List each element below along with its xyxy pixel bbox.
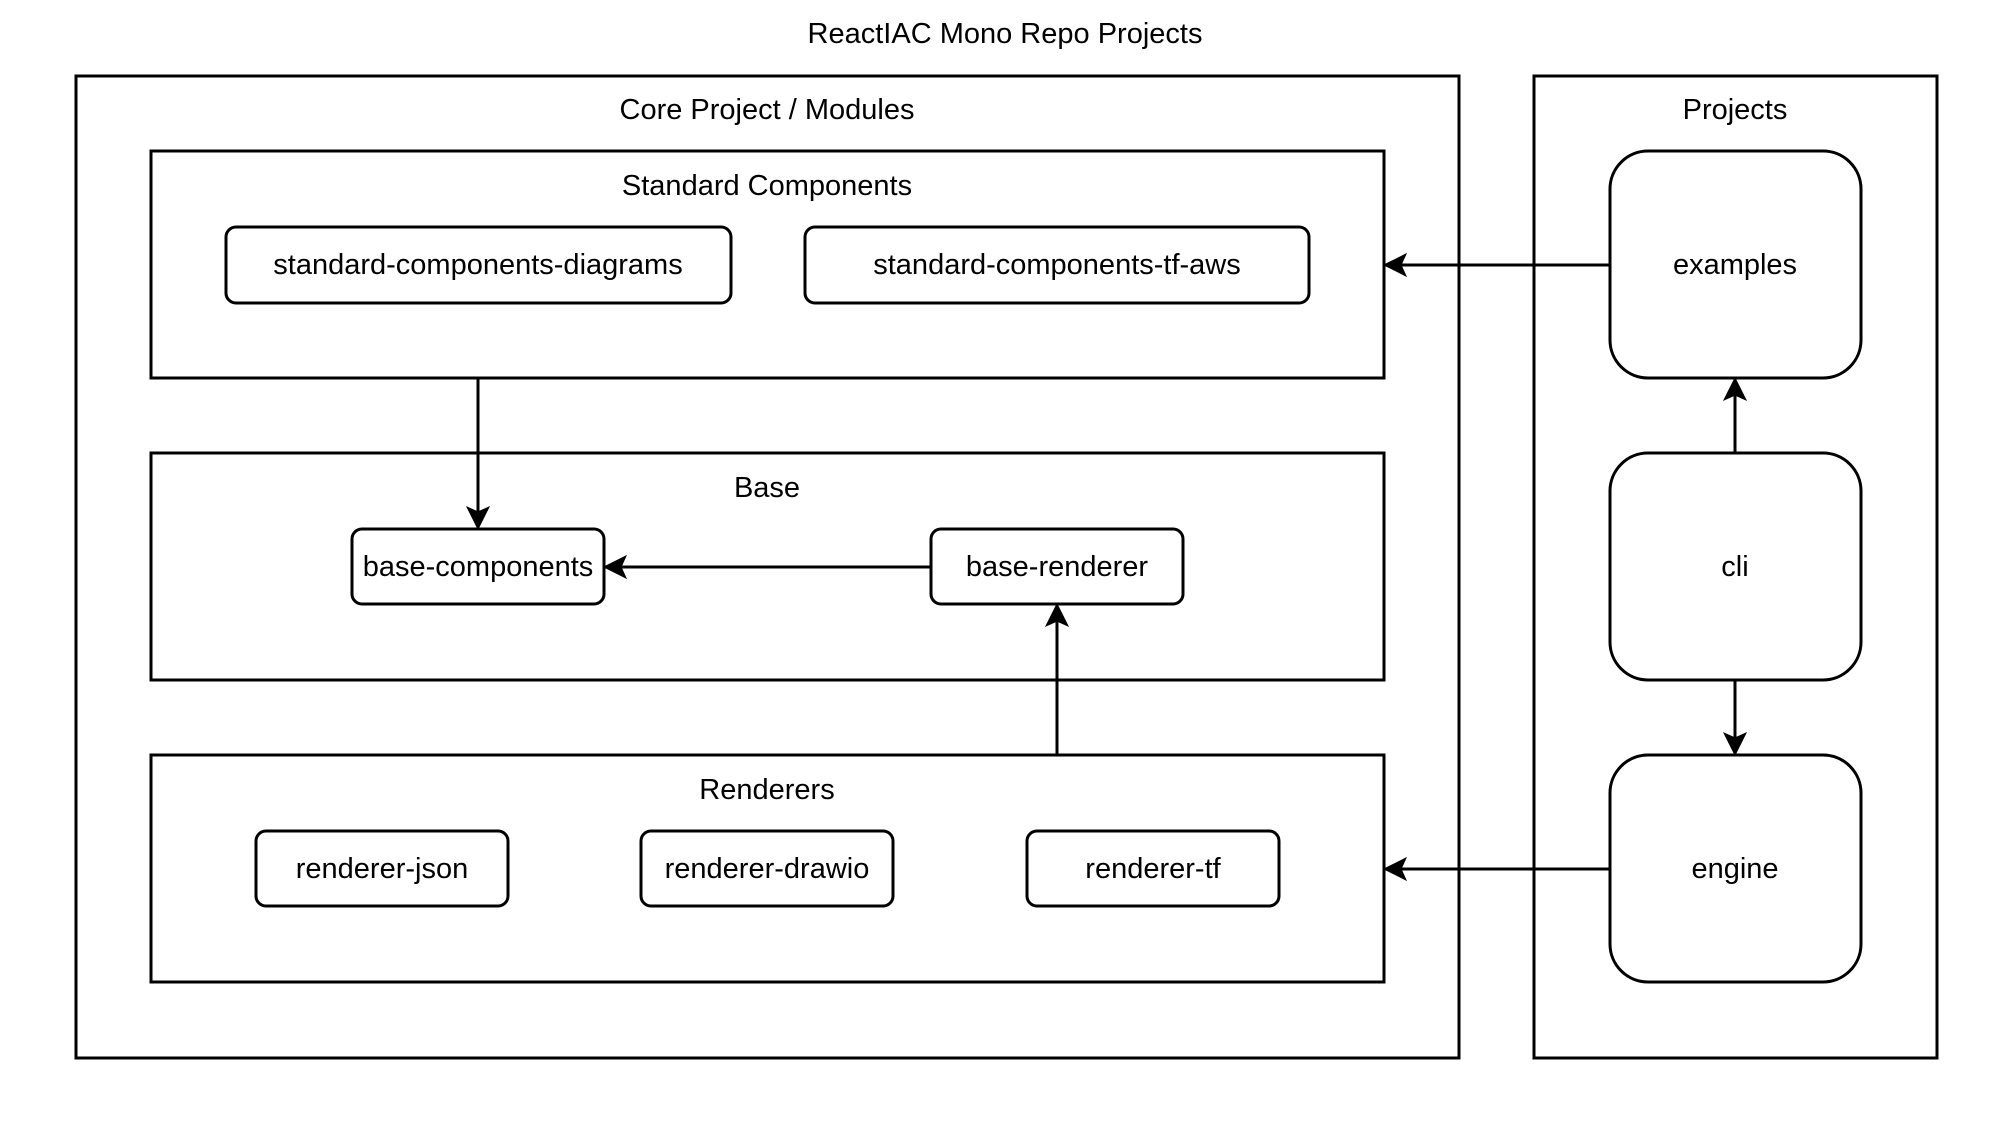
node-standard-components-tf-aws-box xyxy=(803,225,1311,305)
node-renderer-json: renderer-json xyxy=(254,829,510,908)
node-examples-label: examples xyxy=(1673,249,1797,281)
node-standard-components-tf-aws-label: standard-components-tf-aws xyxy=(873,249,1241,281)
node-standard-components-diagrams-label: standard-components-diagrams xyxy=(273,249,682,281)
group-base-label: Base xyxy=(734,472,800,504)
group-standard-components: Standard Components standard-components-… xyxy=(149,149,1386,380)
group-renderers-label: Renderers xyxy=(699,774,834,806)
edge-base-renderer-to-base-components-arrowhead xyxy=(602,554,628,580)
edge-cli-to-engine-arrowhead xyxy=(1722,731,1748,757)
node-renderer-tf: renderer-tf xyxy=(1025,829,1281,908)
node-base-components: base-components xyxy=(350,527,606,606)
node-standard-components-diagrams: standard-components-diagrams xyxy=(224,225,733,305)
node-renderer-tf-box xyxy=(1025,829,1281,908)
edge-examples-to-standard-components-arrowhead xyxy=(1382,252,1408,278)
edge-cli-to-examples-arrowhead xyxy=(1722,376,1748,402)
node-base-renderer: base-renderer xyxy=(929,527,1185,606)
edge-base-renderer-to-base-components xyxy=(602,554,931,580)
edge-renderers-to-base-renderer-arrowhead xyxy=(1044,602,1070,628)
node-examples: examples xyxy=(1608,149,1863,380)
node-standard-components-diagrams-box xyxy=(224,225,733,305)
edge-standard-components-to-base-components-arrowhead xyxy=(465,505,491,531)
node-base-components-label: base-components xyxy=(363,551,594,583)
node-renderer-json-box xyxy=(254,829,510,908)
edge-engine-to-renderers-arrowhead xyxy=(1382,856,1408,882)
edge-standard-components-to-base-components xyxy=(465,378,491,531)
node-renderer-drawio-label: renderer-drawio xyxy=(665,853,870,885)
group-projects-label: Projects xyxy=(1683,94,1788,126)
node-base-renderer-label: base-renderer xyxy=(966,551,1148,583)
node-cli-label: cli xyxy=(1721,551,1748,583)
edge-engine-to-renderers xyxy=(1382,856,1610,882)
node-standard-components-tf-aws: standard-components-tf-aws xyxy=(803,225,1311,305)
node-renderer-drawio-box xyxy=(639,829,895,908)
diagram-title: ReactIAC Mono Repo Projects xyxy=(808,18,1203,50)
node-renderer-json-label: renderer-json xyxy=(296,853,468,885)
group-standard-components-label: Standard Components xyxy=(622,170,912,202)
node-renderer-tf-label: renderer-tf xyxy=(1085,853,1221,885)
edge-examples-to-standard-components xyxy=(1382,252,1610,278)
node-cli: cli xyxy=(1608,451,1863,682)
node-engine: engine xyxy=(1608,753,1863,984)
edge-cli-to-examples xyxy=(1722,376,1748,453)
edge-renderers-to-base-renderer xyxy=(1044,602,1070,755)
node-engine-label: engine xyxy=(1691,853,1778,885)
node-renderer-drawio: renderer-drawio xyxy=(639,829,895,908)
group-core-label: Core Project / Modules xyxy=(620,94,915,126)
group-renderers: Renderers renderer-json renderer-drawio … xyxy=(149,753,1386,984)
edge-cli-to-engine xyxy=(1722,680,1748,757)
